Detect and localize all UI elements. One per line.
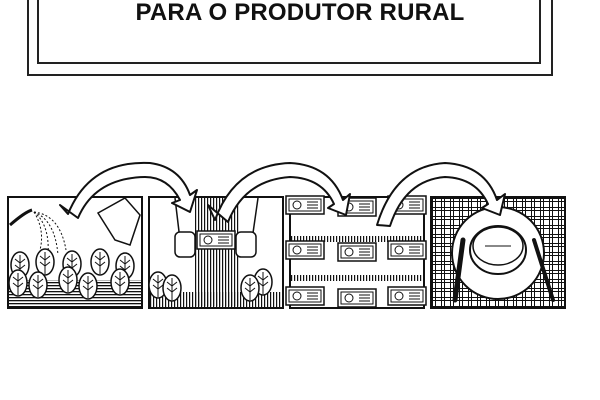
water-spray-icon [33,211,67,256]
fork-icon [452,237,466,303]
page-title: PARA O PRODUTOR RURAL [135,0,465,26]
produce-box-icon [196,230,236,250]
arrow-icon [207,162,351,223]
arrow-icon [59,161,198,219]
arrow-icon [376,162,506,227]
title-frame-outer [27,0,553,76]
panel-plate [430,196,566,309]
panel-market [285,195,427,309]
flow-arrows [59,161,506,227]
hose-icon [9,208,33,227]
knife-icon [532,238,555,302]
shelf-boxes-icon [285,195,427,308]
title-frame-inner [37,0,541,64]
farmer-icon [96,197,141,246]
